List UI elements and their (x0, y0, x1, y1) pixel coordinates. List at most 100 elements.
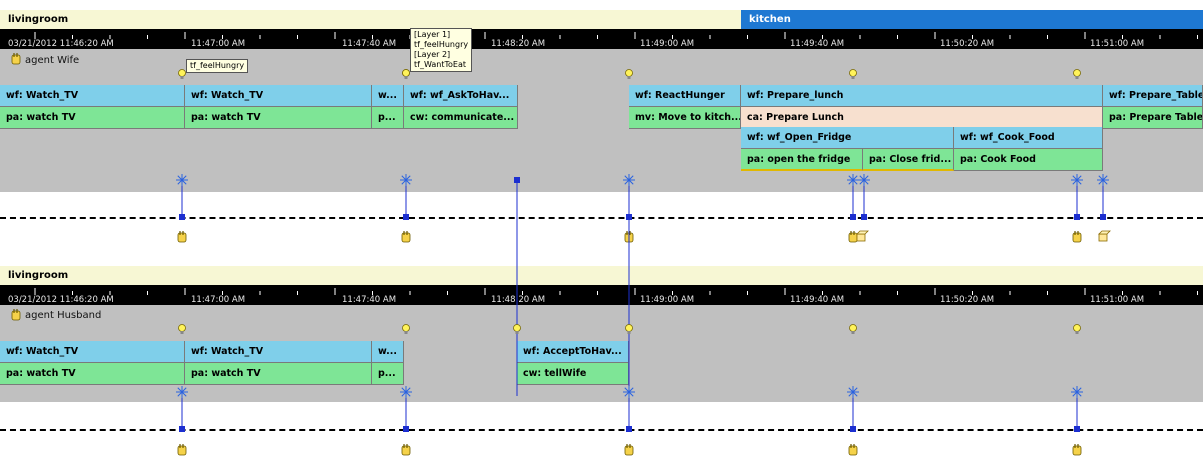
time-ruler-top[interactable]: 03/21/2012 11:46:20 AM 11:47:00 AM 11:47… (0, 29, 1203, 49)
sparkle-ray (624, 391, 630, 397)
lightbulb-icon (1073, 324, 1081, 334)
sparkle-ray (401, 175, 407, 181)
sparkle-ray (405, 179, 411, 185)
bulb-base (627, 331, 631, 334)
sparkle-ray (1072, 179, 1078, 185)
hand-palm (177, 445, 187, 456)
bulb-base (851, 76, 855, 79)
block-wf-prepare-lunch[interactable]: wf: Prepare_lunch (741, 85, 1103, 107)
block-cw-communicate[interactable]: cw: communicate... (404, 107, 518, 129)
hand-palm (401, 445, 411, 456)
bulb-base (404, 76, 408, 79)
event-node (626, 426, 632, 432)
block-pa-watch-tv[interactable]: pa: watch TV (185, 363, 372, 385)
hand-palm (1072, 445, 1082, 456)
block-wf-react-hunger[interactable]: wf: ReactHunger (629, 85, 741, 107)
sparkle-ray (624, 175, 630, 181)
bulb-glass (178, 69, 186, 77)
sparkle-ray (852, 175, 858, 181)
sparkle-icon (858, 174, 870, 186)
event-node (850, 426, 856, 432)
tooltip-line: tf_feelHungry (414, 40, 469, 49)
block-wf-ask-to-have[interactable]: wf: wf_AskToHav... (404, 85, 518, 107)
block-pa-truncated[interactable]: p... (372, 107, 404, 129)
time-ruler-bottom[interactable]: 03/21/2012 11:46:20 AM 11:47:00 AM 11:47… (0, 285, 1203, 305)
hand-palm (11, 54, 21, 65)
time-label: 11:51:00 AM (1090, 39, 1145, 49)
block-wf-watch-tv[interactable]: wf: Watch_TV (185, 85, 372, 107)
event-node (1100, 214, 1106, 220)
sparkle-ray (852, 387, 858, 393)
event-node (1074, 426, 1080, 432)
sparkle-ray (405, 387, 411, 393)
sparkle-icon (847, 386, 859, 398)
hand-icon (624, 444, 634, 456)
box-top (856, 230, 869, 235)
block-wf-cook-food[interactable]: wf: wf_Cook_Food (954, 127, 1103, 149)
location-bar-kitchen[interactable]: kitchen (741, 10, 1203, 29)
sparkle-ray (628, 387, 634, 393)
sparkle-ray (181, 387, 187, 393)
block-pa-close-fridge[interactable]: pa: Close frid... (863, 149, 954, 171)
bulb-glass (849, 324, 857, 332)
block-wf-truncated[interactable]: w... (372, 85, 404, 107)
bulb-glass (1073, 324, 1081, 332)
time-label: 11:48:20 AM (491, 295, 546, 305)
location-bar-livingroom[interactable]: livingroom (0, 266, 1203, 285)
block-pa-open-fridge[interactable]: pa: open the fridge (741, 149, 863, 171)
block-pa-watch-tv[interactable]: pa: watch TV (185, 107, 372, 129)
block-pa-watch-tv[interactable]: pa: watch TV (0, 363, 185, 385)
sparkle-ray (859, 179, 865, 185)
sparkle-ray (848, 179, 854, 185)
block-wf-watch-tv[interactable]: wf: Watch_TV (185, 341, 372, 363)
block-wf-truncated[interactable]: w... (372, 341, 404, 363)
hand-icon (11, 309, 21, 321)
bulb-glass (513, 324, 521, 332)
block-wf-open-fridge[interactable]: wf: wf_Open_Fridge (741, 127, 954, 149)
block-wf-watch-tv[interactable]: wf: Watch_TV (0, 85, 185, 107)
sparkle-ray (1072, 175, 1078, 181)
bulb-glass (178, 324, 186, 332)
event-node (403, 426, 409, 432)
lightbulb-icon (178, 324, 186, 334)
time-label: 11:49:40 AM (790, 39, 845, 49)
sparkle-ray (848, 175, 854, 181)
ruler-ticks (34, 32, 1198, 295)
location-bar-livingroom[interactable]: livingroom (0, 10, 741, 29)
box-icon (1098, 230, 1111, 242)
sparkle-ray (401, 179, 407, 185)
sparkle-ray (177, 175, 183, 181)
block-mv-move-to-kitchen[interactable]: mv: Move to kitch... (629, 107, 741, 129)
hand-palm (177, 232, 187, 243)
block-wf-watch-tv[interactable]: wf: Watch_TV (0, 341, 185, 363)
lightbulb-icon (178, 69, 186, 79)
sparkle-ray (628, 179, 634, 185)
tooltip-feel-hungry: tf_feelHungry (186, 59, 249, 73)
hand-palm (848, 232, 858, 243)
time-label: 11:47:00 AM (191, 39, 246, 49)
event-node (179, 426, 185, 432)
bulb-base (1075, 76, 1079, 79)
bulb-glass (625, 69, 633, 77)
message-node (514, 177, 520, 183)
event-node (179, 214, 185, 220)
block-pa-watch-tv[interactable]: pa: watch TV (0, 107, 185, 129)
block-pa-truncated[interactable]: p... (372, 363, 404, 385)
bulb-base (627, 76, 631, 79)
block-pa-cook-food[interactable]: pa: Cook Food (954, 149, 1103, 171)
sparkle-ray (628, 175, 634, 181)
hand-icon (848, 444, 858, 456)
box-icon (856, 230, 869, 242)
tooltip-line: [Layer 2] (414, 50, 451, 59)
sparkle-ray (863, 175, 869, 181)
bulb-glass (625, 324, 633, 332)
agent-label-wife: agent Wife (25, 55, 80, 66)
sparkle-ray (401, 387, 407, 393)
sparkle-ray (1072, 387, 1078, 393)
hand-icon (401, 231, 411, 243)
bulb-glass (849, 69, 857, 77)
bulb-glass (402, 324, 410, 332)
bulb-base (180, 76, 184, 79)
sparkle-ray (1098, 179, 1104, 185)
